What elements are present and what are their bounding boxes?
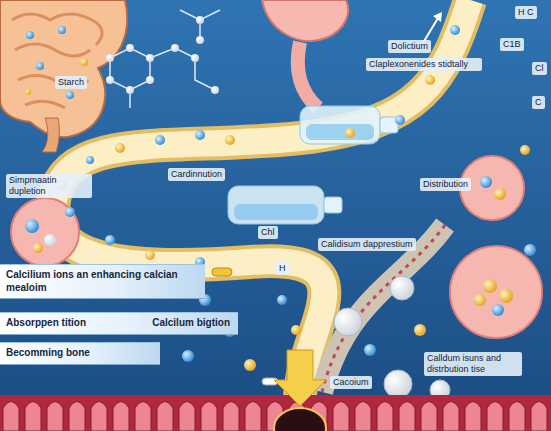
label-band: Absorppen tition Calcilum bigtion [0,312,238,335]
calcium-ball [364,344,376,356]
absorption-arrow [274,350,326,406]
cell [11,198,79,266]
calcium-ball [474,294,486,306]
label-band: Calcilium ions an enhancing calcian meal… [0,264,205,299]
band-text: Becomming bone [6,347,90,358]
glass-bottle [228,106,398,224]
band-text: Calcilium ions an enhancing calcian meal… [6,269,178,293]
calcium-ball [86,156,94,164]
molecule-atom [146,54,154,62]
calcium-ball [115,143,125,153]
colon-particle [26,31,34,39]
glass-bottle [228,186,324,224]
bone-cell [334,308,362,336]
colon [0,0,127,152]
colon-particle [66,91,74,99]
direction-arrow [433,12,442,22]
callout-label: H [276,262,289,275]
molecule-atom [211,86,219,94]
starch-molecule [110,10,220,108]
callout-label: Cl [532,62,547,75]
molecule-atom [146,76,154,84]
colon-particle [25,89,31,95]
calcium-ball [492,304,504,316]
colon-particle [36,62,44,70]
callout-label: C [532,96,545,109]
calcium-ball [44,234,56,246]
calcium-ball [182,350,194,362]
capsule [212,268,232,276]
calcium-ball [345,128,355,138]
colon-particle [80,58,88,66]
glass-bottle [234,204,318,220]
calcium-ball [277,295,287,305]
calcium-ball [105,235,115,245]
callout-label: C1B [500,38,524,51]
intestinal-villi [0,395,551,431]
calcium-ball [25,219,39,233]
colon [0,0,127,137]
calcium-ball [414,324,426,336]
calcium-ball [225,135,235,145]
stomach [262,0,348,108]
calcium-ball [291,325,301,335]
intestinal-villi [274,408,326,431]
molecule-atom [106,16,219,94]
cell [450,246,542,338]
label-band: Becomming bone [0,342,160,365]
callout-label: Cardinnution [168,168,225,181]
bone-cell [384,370,412,398]
molecule-atom [171,44,179,52]
calcium-ball [524,244,536,256]
callout-label: Cacoium [330,376,372,389]
molecule-atom [191,54,199,62]
calcium-ball [520,145,530,155]
stomach [298,42,318,108]
calcium-ball [425,75,435,85]
calcium-ball [155,135,165,145]
calcium-ball [195,130,205,140]
molecule-atom [106,54,114,62]
calcium-ball [33,243,43,253]
callout-label: Simpmaatin dupletion [6,174,92,198]
bone-cell [390,276,414,300]
calcium-ball [480,176,492,188]
colon-particle [25,26,88,99]
calcium-ball [395,115,405,125]
colon-particle [58,26,66,34]
calcium-ball [499,289,513,303]
calcium-ball [145,250,155,260]
absorption-arrow [274,350,326,406]
callout-label: Starch [55,76,87,89]
molecule-atom [126,44,134,52]
callout-label: Chl [258,226,278,239]
molecule-atom [196,16,204,24]
stomach [262,0,348,41]
starch-molecule [180,10,220,40]
callout-label: H C [515,6,537,19]
calcium-ball [244,359,256,371]
callout-label: Distribution [420,178,471,191]
callout-label: Claplexonenides stidtally [366,58,482,71]
starch-molecule [110,48,215,108]
calcium-ball [450,25,460,35]
calcium-ball [483,279,497,293]
callout-label: Calidisum dapprestium [318,238,416,251]
colon [12,14,102,108]
colon [42,118,59,152]
band-text: Absorppen tition [6,317,86,330]
molecule-atom [196,36,204,44]
molecule-atom [126,86,134,94]
calcium-ball [494,188,506,200]
band-text: Calcilum bigtion [152,317,230,330]
calcium-ball [65,207,75,217]
callout-label: Dolictium [388,40,431,53]
molecule-atom [106,76,114,84]
glass-bottle [324,197,342,213]
glass-bottle [300,106,380,144]
callout-label: Calldum isuns and distrbution tise [424,352,522,376]
glass-bottle [306,124,374,140]
